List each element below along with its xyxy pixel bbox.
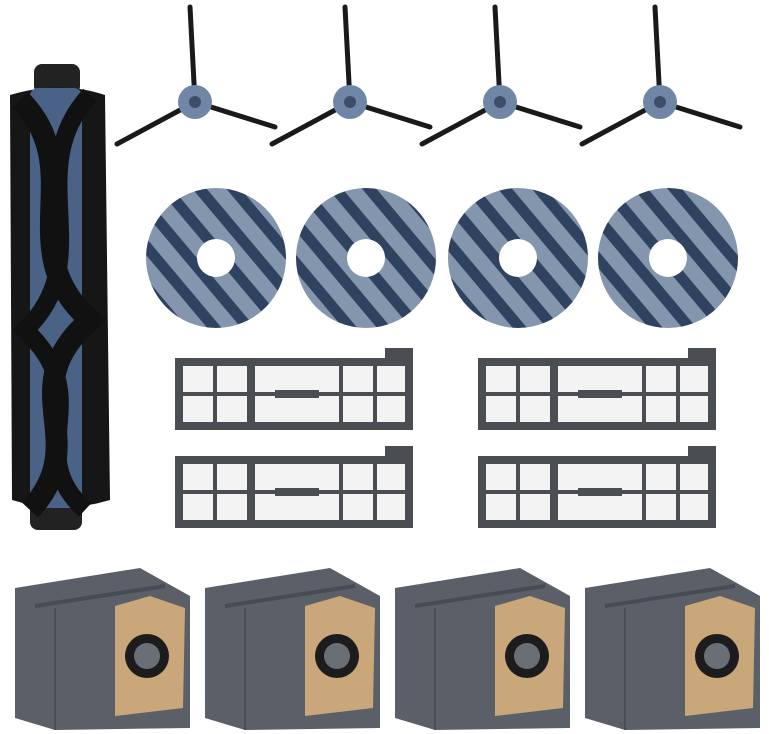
hepa-filter — [478, 446, 716, 528]
side-brush — [269, 4, 433, 147]
hepa-filter — [478, 348, 716, 430]
mop-pad — [598, 188, 738, 328]
hepa-filter — [175, 348, 413, 430]
mop-pad — [448, 188, 588, 328]
mop-pad — [146, 188, 286, 328]
dust-bag — [395, 568, 570, 730]
dust-bag — [15, 568, 190, 730]
dust-bag — [205, 568, 380, 730]
side-brush — [579, 4, 743, 147]
mop-pad — [296, 188, 436, 328]
side-brush — [114, 4, 278, 147]
hepa-filter — [175, 446, 413, 528]
main-roller-brush — [10, 64, 110, 530]
side-brush — [419, 4, 583, 147]
dust-bag — [585, 568, 760, 730]
